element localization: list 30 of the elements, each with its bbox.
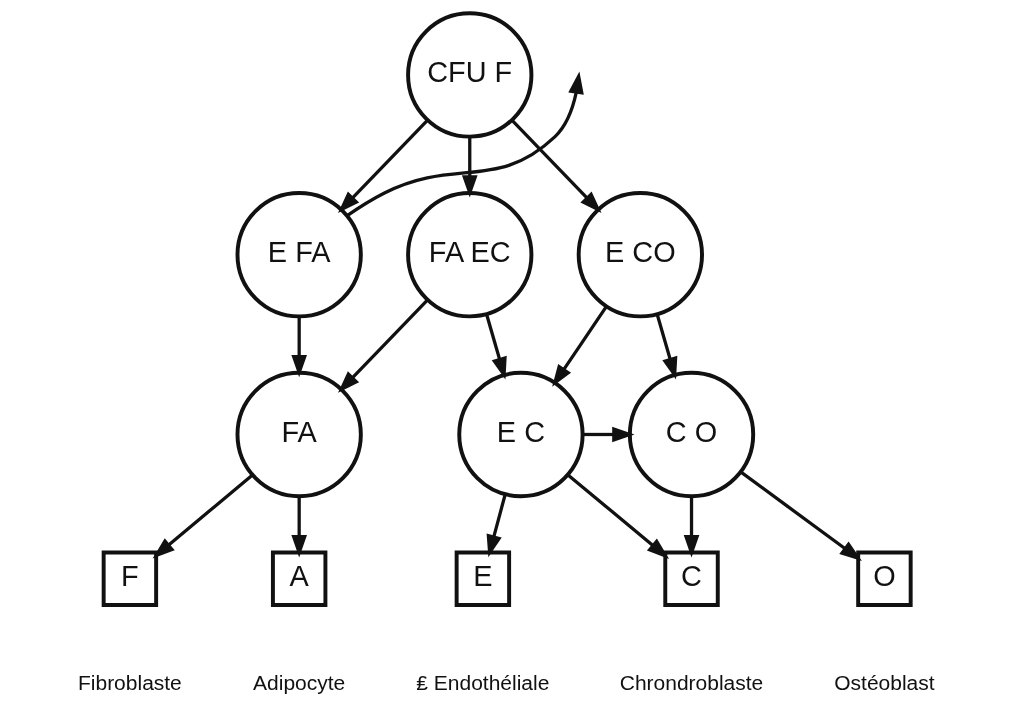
arrow [655, 314, 678, 380]
arrow [566, 473, 670, 559]
arrow [152, 473, 254, 559]
node-label: Chrondroblaste [619, 671, 764, 695]
node-label: Ostéoblast [834, 671, 935, 695]
node-box: A [270, 550, 328, 608]
node-box: O [856, 550, 913, 608]
arrow [510, 118, 602, 214]
node-label: Adipocyte [253, 671, 346, 695]
arrow [461, 136, 478, 198]
node-circle: FA EC [406, 191, 534, 319]
node-box: C [663, 550, 720, 608]
arrow [291, 496, 307, 558]
arrow [346, 71, 584, 218]
arrow [683, 496, 700, 558]
node-circle: C O [627, 370, 756, 499]
arrow [485, 314, 507, 380]
node-box: F [101, 550, 159, 608]
arrow [582, 426, 635, 443]
arrow [739, 470, 862, 561]
arrow [291, 316, 307, 378]
node-circle: CFU F [406, 11, 534, 139]
node-box: E [454, 550, 512, 608]
arrow [338, 298, 429, 393]
node-label: Fibroblaste [77, 671, 182, 695]
node-circle: E C [457, 370, 585, 499]
arrow [338, 118, 429, 214]
arrow [552, 305, 608, 387]
arrow [486, 493, 507, 558]
node-label: ₤ Endothéliale [416, 671, 550, 695]
